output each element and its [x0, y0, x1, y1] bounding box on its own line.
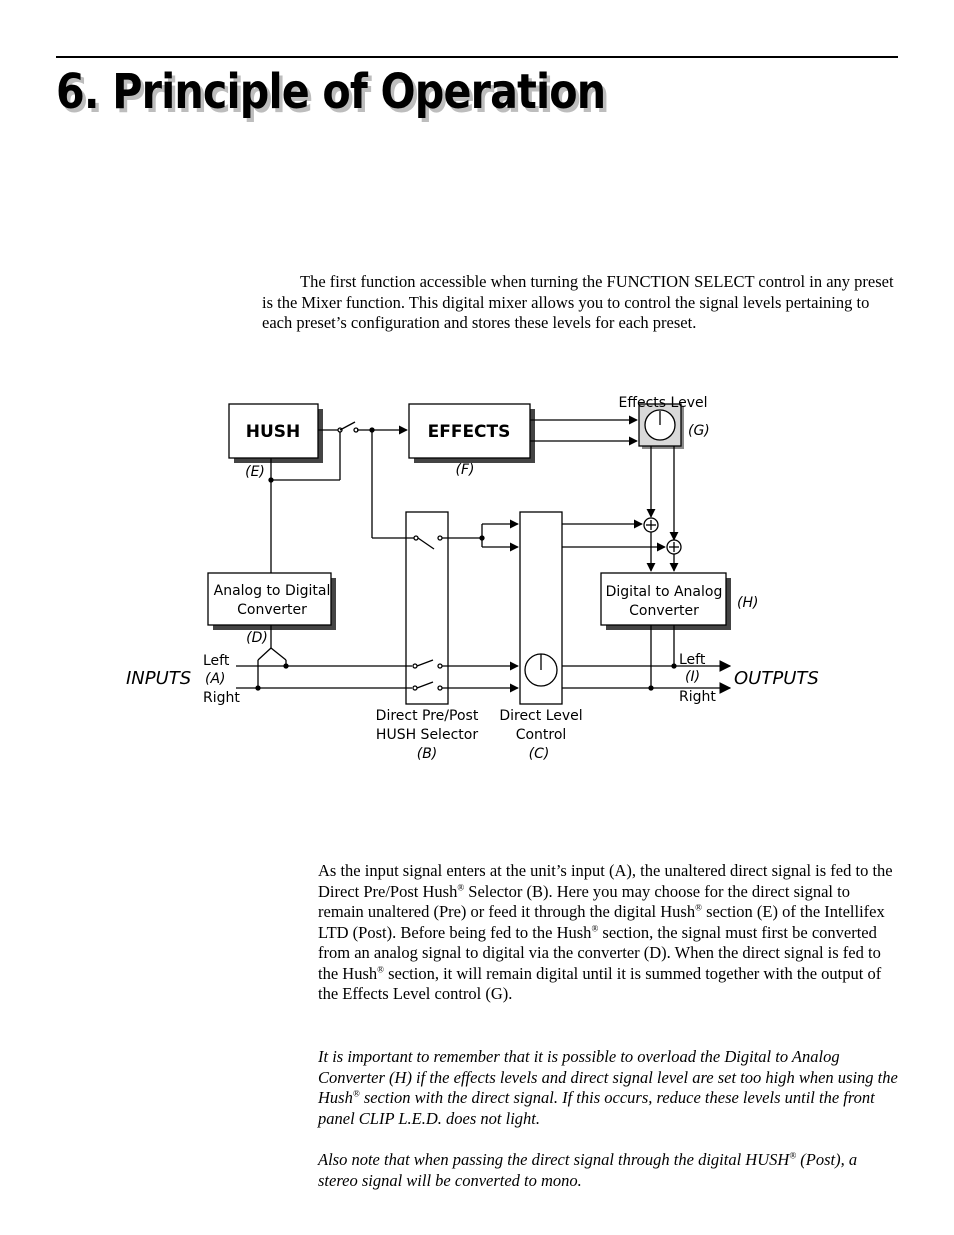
selector-column	[405, 511, 449, 705]
intro-text: The first function accessible when turni…	[262, 272, 894, 332]
registered-mark: ®	[352, 1088, 360, 1099]
label-a: (A)	[205, 671, 226, 687]
paragraph-signal-flow: As the input signal enters at the unit’s…	[318, 861, 898, 1005]
label-b: (B)	[417, 746, 438, 762]
p2-text-b: section with the direct signal. If this …	[318, 1088, 875, 1128]
effects-label: EFFECTS	[428, 422, 511, 442]
level-label-line2: Control	[516, 727, 567, 743]
label-d: (D)	[246, 630, 268, 646]
p2-text-a: It is important to remember that it is p…	[318, 1047, 898, 1107]
registered-mark: ®	[591, 923, 599, 933]
input-right-label: Right	[203, 690, 240, 706]
hush-block	[228, 403, 319, 459]
paragraph-overload-warning: It is important to remember that it is p…	[318, 1047, 898, 1129]
p1-text-c: section (E) of the Intellifex LTD (Post)…	[318, 902, 885, 942]
p3-text-b: (Post), a stereo signal will be converte…	[318, 1150, 858, 1190]
dac-label-line1: Digital to Analog	[606, 584, 723, 600]
p1-text-e: section, it will remain digital until it…	[318, 963, 882, 1004]
input-left-label: Left	[203, 653, 230, 669]
registered-mark: ®	[377, 964, 384, 974]
paragraph-mono-note: Also note that when passing the direct s…	[318, 1150, 898, 1191]
block-diagram: HUSH EFFECTS Effects Level (G) (E) (F) A…	[126, 395, 819, 762]
dac-block	[600, 572, 727, 626]
label-g: (G)	[688, 423, 710, 439]
header-rule	[56, 56, 898, 58]
label-h: (H)	[737, 595, 758, 611]
intro-paragraph: The first function accessible when turni…	[262, 272, 902, 334]
selector-label-line2: HUSH Selector	[376, 727, 478, 743]
p3-text-a: Also note that when passing the direct s…	[318, 1150, 790, 1169]
effects-block	[408, 403, 531, 459]
p1-text-a: As the input signal enters at the unit’s…	[318, 861, 893, 901]
outputs-label: OUTPUTS	[734, 668, 819, 689]
level-label-line1: Direct Level	[499, 708, 582, 724]
hush-label: HUSH	[246, 422, 301, 442]
adc-label-line2: Converter	[237, 602, 307, 618]
p1-text-d: section, the signal must first be conver…	[318, 922, 881, 983]
dac-label-line2: Converter	[629, 603, 699, 619]
output-left-label: Left	[679, 652, 706, 668]
label-c: (C)	[529, 746, 550, 762]
registered-mark: ®	[695, 902, 702, 913]
label-i: (I)	[685, 669, 700, 685]
p1-text-b: Selector (B). Here you may choose for th…	[318, 881, 850, 922]
label-e: (E)	[245, 464, 265, 480]
selector-label-line1: Direct Pre/Post	[376, 708, 479, 724]
adc-block	[207, 572, 332, 626]
page-title: 6. Principle of Operation	[56, 64, 606, 120]
registered-mark: ®	[457, 882, 465, 892]
registered-mark: ®	[789, 1150, 797, 1161]
inputs-label: INPUTS	[126, 668, 191, 689]
output-right-label: Right	[679, 689, 716, 705]
label-f: (F)	[456, 462, 475, 478]
adc-label-line1: Analog to Digital	[214, 583, 331, 599]
effects-level-label: Effects Level	[619, 395, 708, 411]
